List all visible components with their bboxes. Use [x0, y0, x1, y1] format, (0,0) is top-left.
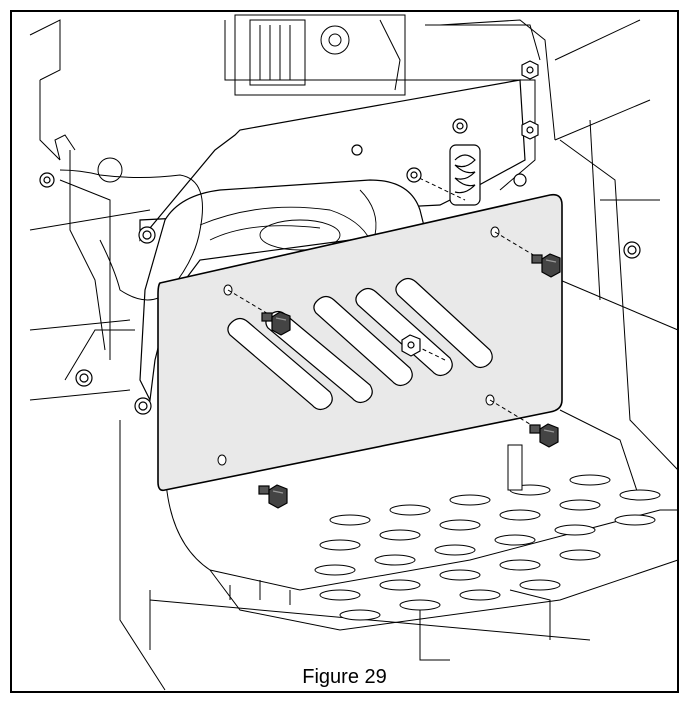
chassis-frame: [29, 19, 679, 691]
bolt-upper-right: [531, 253, 561, 278]
bolt-lower-left: [258, 484, 288, 509]
grommet-icon: [39, 118, 641, 415]
figure-caption: Figure 29: [302, 666, 387, 688]
spring-icon: [449, 144, 481, 206]
hex-bolt-icon: [258, 253, 561, 509]
footstep-grip-holes: [314, 474, 661, 621]
step-slot: [507, 444, 523, 491]
cable-pin: [54, 134, 203, 351]
hex-nut-icon: [521, 60, 539, 140]
bolt-center: [401, 334, 421, 357]
engine-block: [234, 14, 406, 96]
bolt-lower-right: [529, 423, 559, 448]
bolt-upper-left: [261, 311, 291, 336]
internal-components: [199, 189, 377, 251]
plate-vent-slots: [227, 277, 493, 411]
